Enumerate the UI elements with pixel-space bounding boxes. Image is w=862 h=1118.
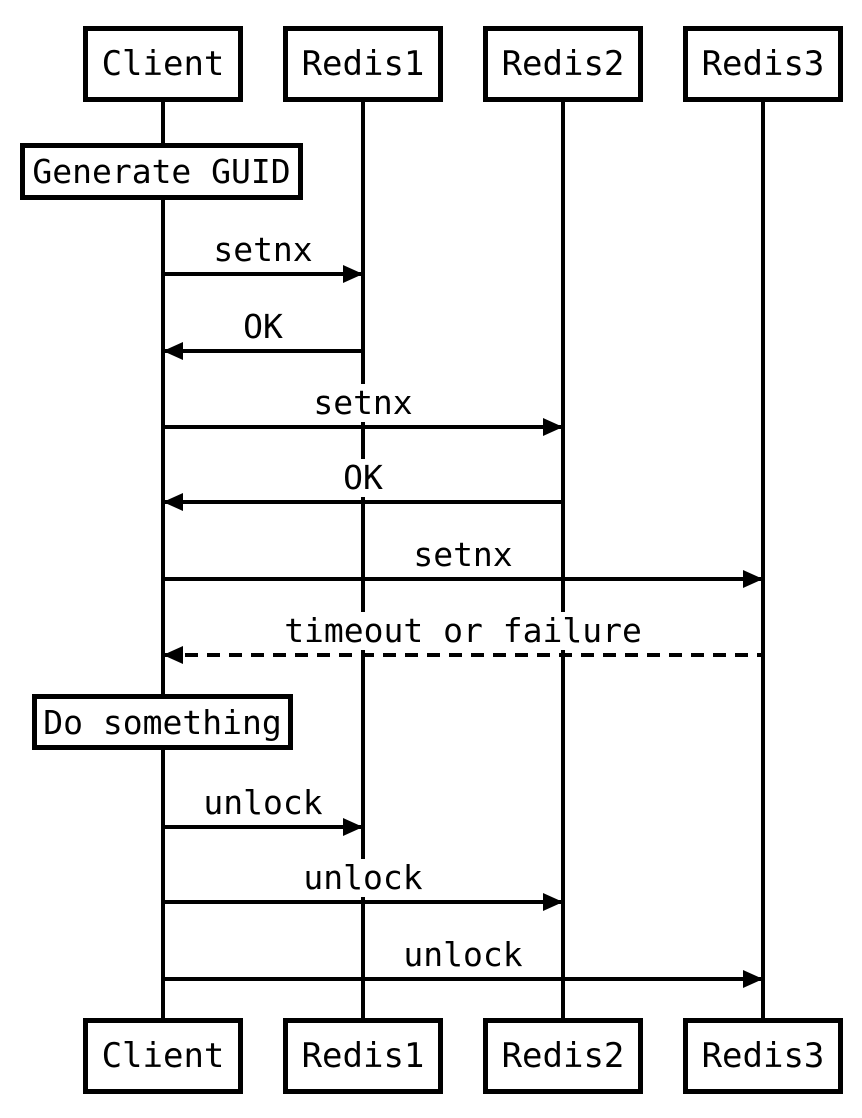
actor-label: Redis1: [301, 44, 425, 84]
arrowhead-icon: [743, 970, 763, 988]
message-arrow-line: [163, 349, 363, 353]
actor-box-redis2-bottom: Redis2: [483, 1018, 643, 1094]
note-do-something: Do something: [32, 694, 293, 750]
message-1-ok: OK: [163, 301, 363, 360]
actor-box-redis1-bottom: Redis1: [283, 1018, 443, 1094]
message-arrow-line: [163, 977, 763, 981]
note-label: Do something: [43, 702, 282, 742]
actor-label: Redis3: [701, 1036, 825, 1076]
message-arrow-line: [163, 653, 763, 657]
message-arrow-line: [163, 900, 563, 904]
message-6-unlock: unlock: [163, 777, 363, 836]
message-label: setnx: [205, 231, 321, 269]
lifeline-client: [161, 102, 165, 1018]
lifeline-redis1: [361, 102, 365, 1018]
message-label: setnx: [305, 384, 421, 422]
message-arrow-line: [163, 825, 363, 829]
lifeline-redis3: [761, 102, 765, 1018]
message-5-timeout-or-failure: timeout or failure: [163, 605, 763, 664]
message-arrow-line: [163, 500, 563, 504]
actor-label: Redis3: [701, 44, 825, 84]
actor-label: Redis2: [501, 44, 625, 84]
actor-box-client-bottom: Client: [83, 1018, 243, 1094]
message-8-unlock: unlock: [163, 929, 763, 988]
message-label: unlock: [195, 784, 331, 822]
actor-label: Client: [101, 1036, 225, 1076]
message-4-setnx: setnx: [163, 529, 763, 588]
message-0-setnx: setnx: [163, 224, 363, 283]
actor-box-redis1-top: Redis1: [283, 26, 443, 102]
message-label: OK: [335, 459, 391, 497]
message-label: unlock: [295, 859, 431, 897]
message-label: unlock: [395, 936, 531, 974]
actor-box-redis3-bottom: Redis3: [683, 1018, 843, 1094]
arrowhead-icon: [743, 570, 763, 588]
actor-box-redis2-top: Redis2: [483, 26, 643, 102]
message-arrow-line: [163, 425, 563, 429]
message-label: OK: [235, 308, 291, 346]
arrowhead-icon: [343, 265, 363, 283]
actor-box-redis3-top: Redis3: [683, 26, 843, 102]
message-arrow-line: [163, 272, 363, 276]
arrowhead-icon: [163, 342, 183, 360]
message-2-setnx: setnx: [163, 377, 563, 436]
arrowhead-icon: [543, 893, 563, 911]
arrowhead-icon: [343, 818, 363, 836]
arrowhead-icon: [163, 646, 183, 664]
note-label: Generate GUID: [32, 152, 291, 191]
message-3-ok: OK: [163, 452, 563, 511]
message-label: timeout or failure: [276, 612, 650, 650]
actor-label: Redis2: [501, 1036, 625, 1076]
message-label: setnx: [405, 536, 521, 574]
actor-box-client-top: Client: [83, 26, 243, 102]
arrowhead-icon: [543, 418, 563, 436]
note-generate-guid: Generate GUID: [20, 143, 303, 200]
message-arrow-line: [163, 577, 763, 581]
message-7-unlock: unlock: [163, 852, 563, 911]
arrowhead-icon: [163, 493, 183, 511]
actor-label: Client: [101, 44, 225, 84]
actor-label: Redis1: [301, 1036, 425, 1076]
lifeline-redis2: [561, 102, 565, 1018]
